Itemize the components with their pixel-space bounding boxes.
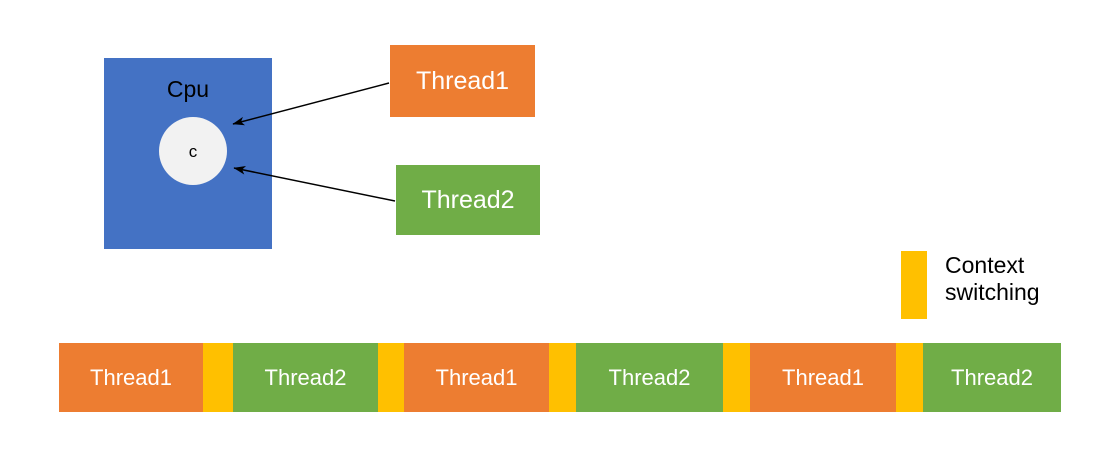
timeline-segment-label: Thread2: [264, 364, 347, 390]
timeline-segment-label: Thread1: [90, 364, 172, 390]
timeline-segment-thread1: Thread1: [750, 343, 896, 412]
timeline-segment-thread2: Thread2: [233, 343, 378, 412]
timeline-segment-thread2: Thread2: [923, 343, 1061, 412]
timeline-segment-label: Thread1: [782, 364, 864, 390]
execution-timeline: Thread1 Thread2 Thread1 Thread2 Thread1 Threa…: [59, 343, 1061, 412]
legend: Context switching: [901, 251, 1040, 319]
timeline-segment-thread1: Thread1: [404, 343, 549, 412]
thread-box-thread2-label: Thread2: [421, 185, 515, 214]
cpu-core-label: c: [188, 141, 198, 161]
cpu-core-circle: c: [159, 117, 227, 185]
timeline-context-switch: [378, 343, 404, 412]
legend-label-context-switching: Context switching: [945, 252, 1040, 306]
thread-box-thread1-label: Thread1: [415, 66, 510, 95]
timeline-context-switch: [203, 343, 233, 412]
legend-swatch-context-switching: [901, 251, 927, 319]
timeline-context-switch: [549, 343, 576, 412]
thread-box-thread2: Thread2: [396, 165, 540, 235]
timeline-context-switch: [723, 343, 750, 412]
thread-box-thread1: Thread1: [390, 45, 535, 117]
timeline-context-switch: [896, 343, 923, 412]
cpu-label: Cpu: [166, 76, 210, 102]
timeline-segment-thread1: Thread1: [59, 343, 203, 412]
timeline-segment-label: Thread1: [435, 364, 518, 390]
timeline-segment-label: Thread2: [608, 364, 691, 390]
timeline-segment-thread2: Thread2: [576, 343, 723, 412]
timeline-segment-label: Thread2: [951, 364, 1033, 390]
